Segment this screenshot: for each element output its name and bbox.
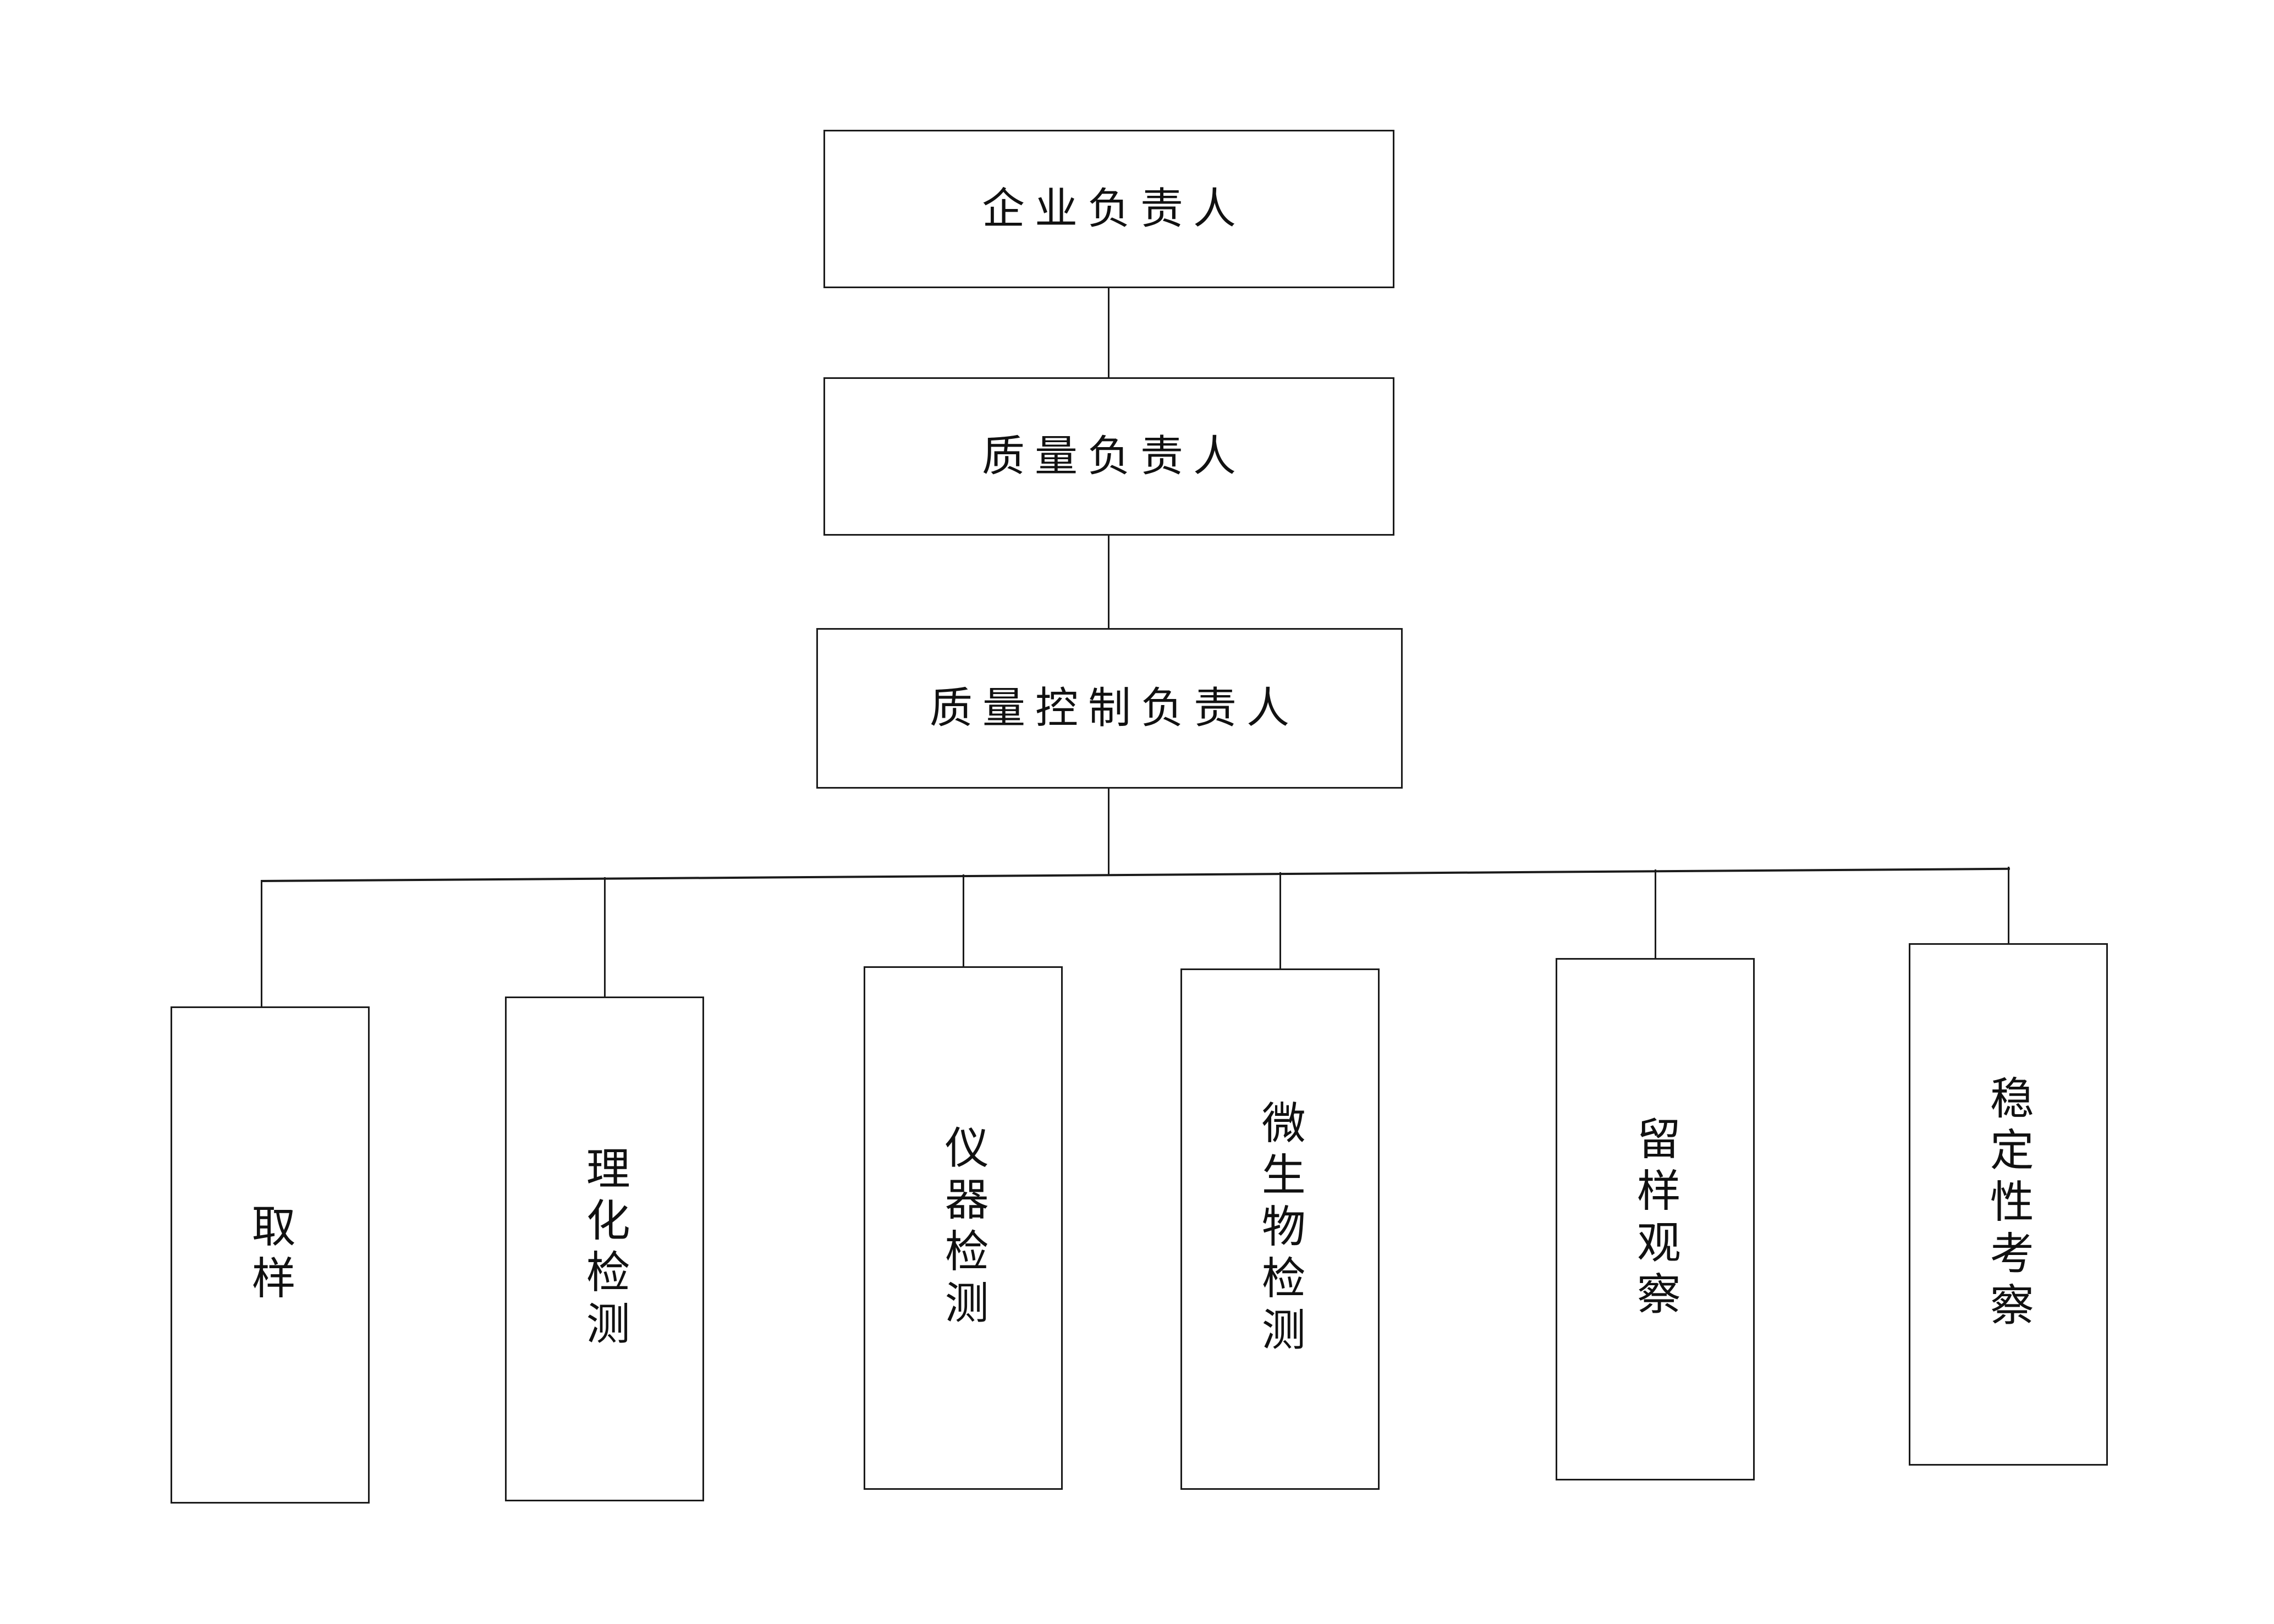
node-instrument-testing[interactable]: 仪器检测 (864, 966, 1063, 1490)
connector-drop-microbiology (1279, 872, 1281, 969)
node-sampling-label: 取样 (244, 1203, 296, 1307)
node-enterprise-head-label: 企业负责人 (981, 184, 1246, 234)
connector-horizontal-bus (260, 867, 2010, 882)
node-quality-head[interactable]: 质量负责人 (823, 377, 1394, 536)
node-stability-study[interactable]: 稳定性考察 (1909, 943, 2108, 1466)
node-physicochemical-testing[interactable]: 理化检测 (505, 997, 704, 1501)
node-quality-head-label: 质量负责人 (981, 432, 1246, 481)
node-stability-study-label: 稳定性考察 (1982, 1075, 2034, 1334)
connector-drop-instrument (963, 874, 964, 967)
connector-quality-to-quality-control (1108, 536, 1109, 628)
connector-drop-stability (2008, 867, 2009, 944)
node-quality-control-head-label: 质量控制负责人 (929, 684, 1299, 733)
connector-drop-retained-sample (1655, 869, 1656, 959)
node-microbiology-testing-label: 微生物检测 (1254, 1100, 1306, 1358)
connector-drop-sampling (261, 880, 262, 1008)
connector-quality-control-to-bus (1108, 789, 1109, 874)
node-retained-sample-observation-label: 留样观察 (1629, 1116, 1681, 1323)
node-quality-control-head[interactable]: 质量控制负责人 (816, 628, 1403, 789)
connector-enterprise-to-quality (1108, 288, 1109, 377)
connector-drop-physicochemical (604, 877, 606, 997)
node-enterprise-head[interactable]: 企业负责人 (823, 130, 1394, 288)
node-physicochemical-testing-label: 理化检测 (579, 1146, 630, 1352)
node-instrument-testing-label: 仪器检测 (937, 1125, 989, 1331)
node-microbiology-testing[interactable]: 微生物检测 (1180, 968, 1380, 1490)
node-retained-sample-observation[interactable]: 留样观察 (1556, 958, 1755, 1480)
node-sampling[interactable]: 取样 (171, 1006, 370, 1504)
